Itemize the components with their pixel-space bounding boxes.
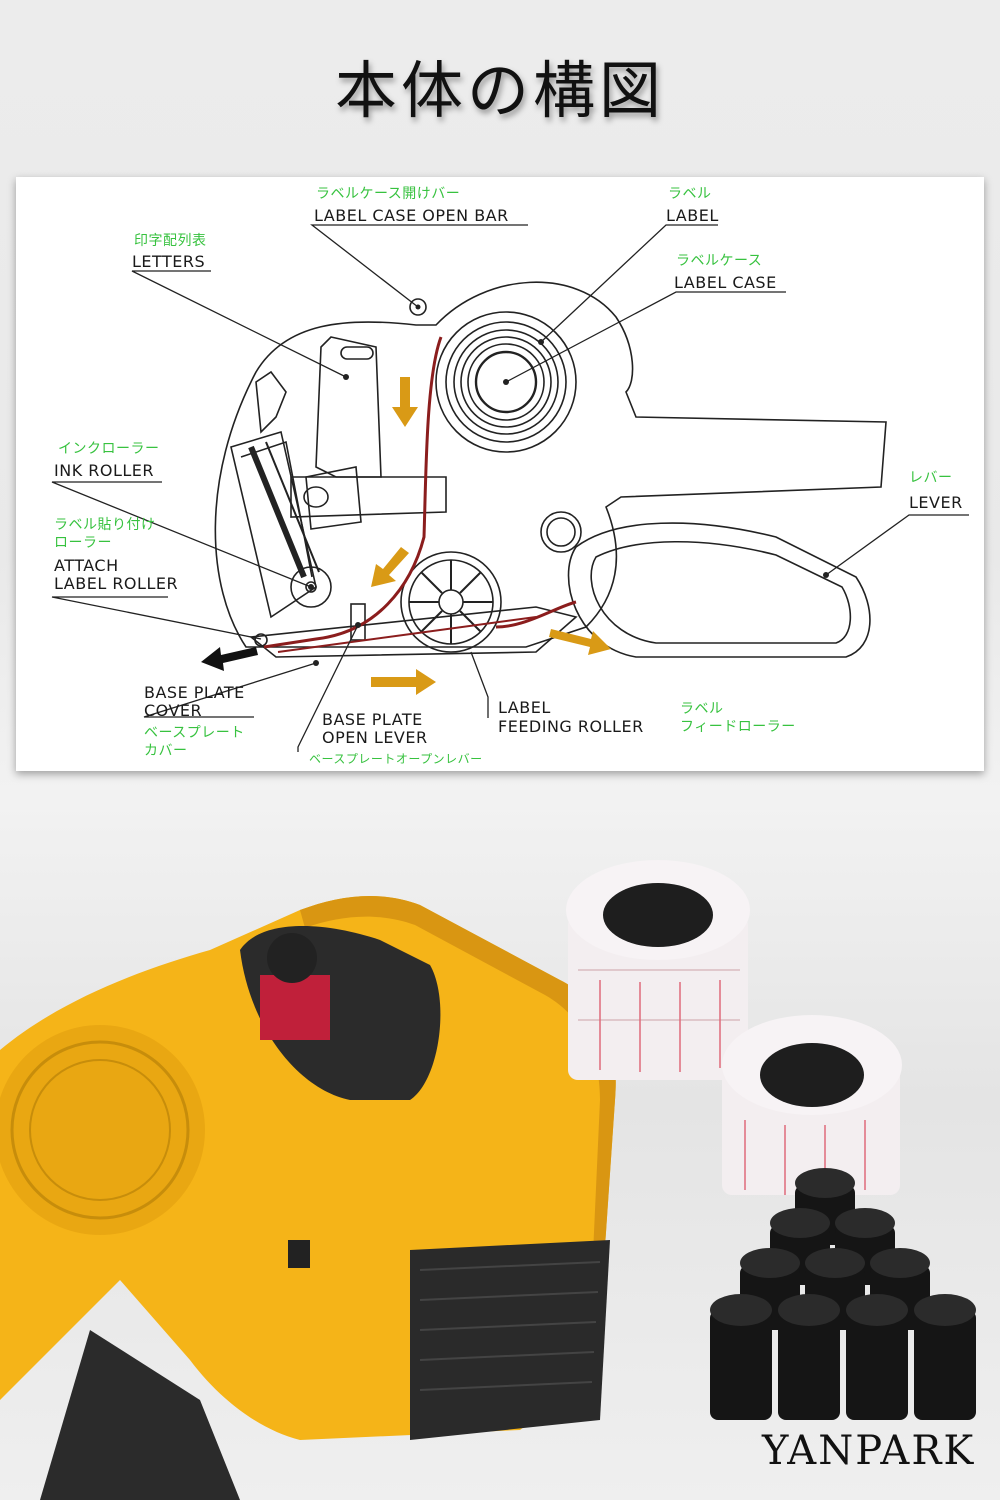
page-title: 本体の構図 xyxy=(334,54,665,127)
label-rolls xyxy=(566,860,902,1195)
label-en: LABEL xyxy=(666,206,719,225)
ink-roller xyxy=(290,566,332,608)
yellow-labeller xyxy=(0,895,616,1500)
feeding-roller-jp-2: フィードローラー xyxy=(680,719,796,735)
base-plate-cover-jp-2: カバー xyxy=(144,743,188,759)
eject-arrow xyxy=(201,647,258,671)
label-jp: ラベル xyxy=(668,186,712,202)
base-plate-open-lever-jp: ベースプレートオープンレバー xyxy=(309,752,483,766)
attach-roller-en-1: ATTACH xyxy=(54,556,119,575)
label-case-open-bar-jp: ラベルケース開けバー xyxy=(316,186,461,202)
base-plate-open-lever-en-1: BASE PLATE xyxy=(322,710,423,729)
label-case-open-bar-en: LABEL CASE OPEN BAR xyxy=(314,206,509,225)
label-roll xyxy=(435,311,577,453)
feeding-roller-jp-1: ラベル xyxy=(680,701,724,717)
lever-en: LEVER xyxy=(909,493,963,512)
letters-en: LETTERS xyxy=(132,252,206,271)
brand-logo: YANPARK xyxy=(762,1428,976,1474)
gun-outline xyxy=(214,281,887,648)
ink-roller-jp: インクローラー xyxy=(58,441,160,457)
ink-roller-cartridges xyxy=(710,1168,976,1420)
feeding-roller-en-2: FEEDING ROLLER xyxy=(498,717,644,736)
base-plate-cover-en-2: COVER xyxy=(144,701,203,720)
diagram-drawing xyxy=(51,224,969,752)
product-photo xyxy=(0,860,976,1500)
label-case-jp: ラベルケース xyxy=(676,253,763,269)
lever-jp: レバー xyxy=(909,470,953,486)
ink-roller-en: INK ROLLER xyxy=(54,461,155,480)
feed-direction-arrows xyxy=(371,377,611,695)
base-plate-cover-jp-1: ベースプレート xyxy=(144,725,245,741)
structure-diagram: ラベルケース開けバー LABEL CASE OPEN BAR ラベル LABEL… xyxy=(16,177,984,771)
base-plate-cover-en-1: BASE PLATE xyxy=(144,683,245,702)
feeding-roller-en-1: LABEL xyxy=(498,698,551,717)
attach-roller-jp-2: ローラー xyxy=(54,535,112,551)
feeding-roller xyxy=(400,551,502,653)
letters-jp: 印字配列表 xyxy=(134,233,207,249)
attach-roller-en-2: LABEL ROLLER xyxy=(54,574,179,593)
base-plate-open-lever-en-2: OPEN LEVER xyxy=(322,728,428,747)
lever-outline xyxy=(567,522,871,658)
label-case-en: LABEL CASE xyxy=(674,273,777,292)
attach-roller-jp-1: ラベル貼り付け xyxy=(54,517,156,533)
